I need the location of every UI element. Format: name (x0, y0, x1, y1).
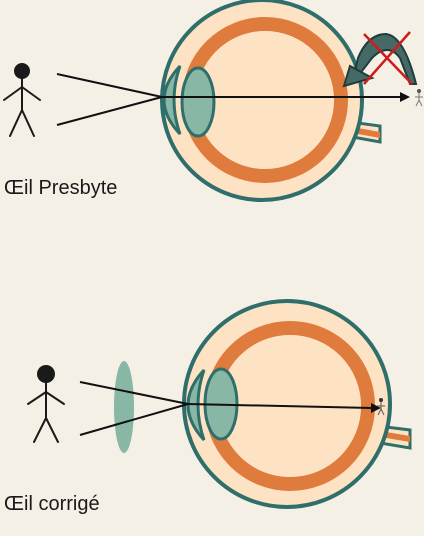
light-rays (56, 73, 400, 126)
light-rays (79, 381, 373, 436)
eyeball (182, 299, 392, 509)
image-on-retina-icon (377, 398, 385, 416)
presbyopic-eye-caption: Œil Presbyte (4, 177, 118, 199)
crystalline-lens (180, 66, 216, 138)
object-stick-figure-icon (3, 63, 41, 137)
cornea (162, 64, 182, 136)
corrective-lens (114, 361, 134, 453)
eyeball (160, 0, 364, 202)
red-cross-icon (363, 31, 413, 85)
focus-arrowhead (371, 403, 381, 413)
image-behind-retina-icon (415, 89, 423, 107)
corrected-eye-caption: Œil corrigé (4, 493, 100, 515)
corrected-eye-panel (27, 299, 412, 509)
presbyopic-eye-panel (3, 0, 423, 202)
focus-arrowhead (400, 92, 410, 102)
object-stick-figure-icon (27, 365, 65, 443)
